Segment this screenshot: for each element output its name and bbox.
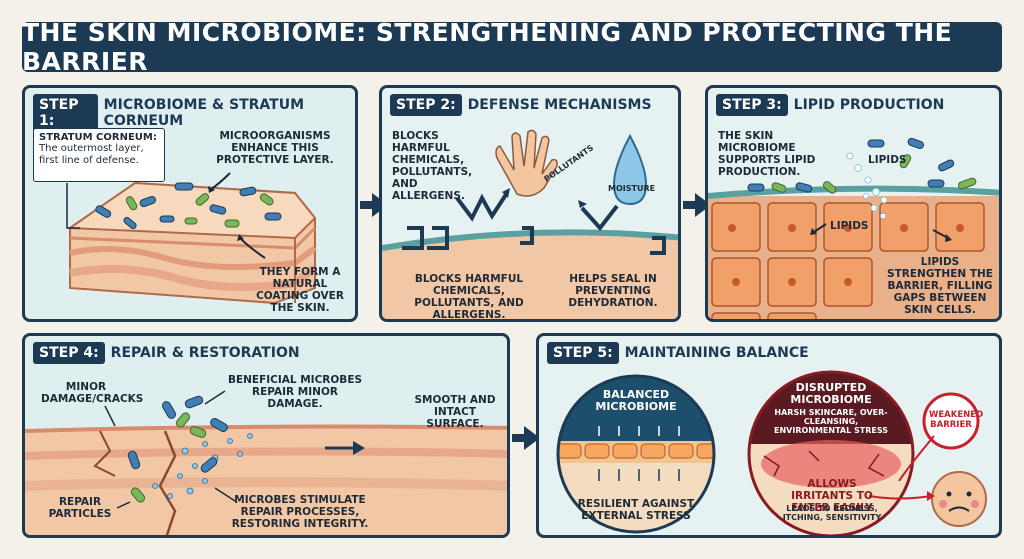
- step-3-header: STEP 3: LIPID PRODUCTION: [716, 94, 944, 116]
- disrupted-title: DISRUPTED MICROBIOME: [790, 381, 872, 406]
- step-2-tag: STEP 2:: [390, 94, 462, 116]
- balanced-title: BALANCED MICROBIOME: [595, 388, 677, 413]
- lipids-label-mid: LIPIDS: [830, 220, 869, 232]
- disrupted-subtitle: HARSH SKINCARE, OVER-CLEANSING, ENVIRONM…: [773, 408, 889, 435]
- balanced-caption: RESILIENT AGAINST EXTERNAL STRESS: [577, 498, 695, 522]
- step-2-name: DEFENSE MECHANISMS: [467, 97, 652, 113]
- lipids-label-top: LIPIDS: [868, 154, 907, 166]
- step-4-panel: STEP 4: REPAIR & RESTORATION: [22, 333, 510, 538]
- step-3-name: LIPID PRODUCTION: [793, 97, 945, 113]
- balance-illustration: [556, 370, 987, 535]
- smooth-surface-label: SMOOTH AND INTACT SURFACE.: [414, 394, 496, 430]
- page-title: THE SKIN MICROBIOME: STRENGTHENING AND P…: [22, 18, 1002, 76]
- step-1-label-top: MICROORGANISMS ENHANCE THIS PROTECTIVE L…: [216, 130, 334, 166]
- moisture-label: MOISTURE: [608, 184, 656, 193]
- hand-icon: [495, 129, 558, 197]
- water-drop-icon: [612, 133, 648, 206]
- microbes-stimulate-label: MICROBES STIMULATE REPAIR PROCESSES, RES…: [231, 494, 369, 530]
- step-4-tag: STEP 4:: [33, 342, 105, 364]
- step-1-tag: STEP 1:: [33, 94, 98, 132]
- repair-illustration: [25, 390, 507, 535]
- step-2-panel: STEP 2: DEFENSE MECHANISMS BLOCKS HARMFU…: [379, 85, 681, 322]
- repair-particles-label: REPAIR PARTICLES: [48, 496, 112, 520]
- step-2-label-top: BLOCKS HARMFUL CHEMICALS, POLLUTANTS, AN…: [392, 130, 473, 202]
- step-1-panel: STEP 1: MICROBIOME & STRATUM CORNEUM: [22, 85, 358, 322]
- step-5-tag: STEP 5:: [547, 342, 619, 364]
- defense-illustration: [382, 129, 678, 319]
- minor-damage-label: MINOR DAMAGE/CRACKS: [41, 381, 144, 405]
- stratum-corneum-box: STRATUM CORNEUM: The outermost layer, fi…: [33, 128, 165, 182]
- step-1-header: STEP 1: MICROBIOME & STRATUM CORNEUM: [33, 94, 355, 132]
- stratum-corneum-box-text: The outermost layer, first line of defen…: [39, 143, 144, 166]
- step-3-tag: STEP 3:: [716, 94, 788, 116]
- step-5-panel: STEP 5: MAINTAINING BALANCE: [536, 333, 1002, 538]
- step-2-header: STEP 2: DEFENSE MECHANISMS: [390, 94, 652, 116]
- step-4-header: STEP 4: REPAIR & RESTORATION: [33, 342, 300, 364]
- step-2-label-bottom-left: BLOCKS HARMFUL CHEMICALS, POLLUTANTS, AN…: [414, 273, 524, 321]
- irritants-subtitle: LEADS TO REDNESS, ITCHING, SENSITIVITY: [782, 504, 882, 522]
- step-1-label-bottom: THEY FORM A NATURAL COATING OVER THE SKI…: [256, 266, 344, 314]
- step-2-label-bottom-right: HELPS SEAL IN PREVENTING DEHYDRATION.: [568, 273, 658, 309]
- step-4-name: REPAIR & RESTORATION: [110, 345, 300, 361]
- step-5-name: MAINTAINING BALANCE: [624, 345, 809, 361]
- step-3-panel: STEP 3: LIPID PRODUCTION: [705, 85, 1002, 322]
- step-3-label-top: THE SKIN MICROBIOME SUPPORTS LIPID PRODU…: [718, 130, 816, 178]
- beneficial-microbes-label: BENEFICIAL MICROBES REPAIR MINOR DAMAGE.: [227, 374, 363, 410]
- step-1-name: MICROBIOME & STRATUM CORNEUM: [103, 97, 305, 129]
- stratum-corneum-illustration: [66, 172, 318, 305]
- sad-face-icon: [931, 471, 987, 527]
- step-5-header: STEP 5: MAINTAINING BALANCE: [547, 342, 809, 364]
- irritants-label: ALLOWS IRRITANTS TO ENTER EASILY: [791, 478, 873, 514]
- weakened-barrier-label: WEAKENED BARRIER: [929, 410, 984, 430]
- step-3-label-right: LIPIDS STRENGTHEN THE BARRIER, FILLING G…: [880, 256, 999, 316]
- stratum-corneum-box-title: STRATUM CORNEUM:: [39, 132, 157, 143]
